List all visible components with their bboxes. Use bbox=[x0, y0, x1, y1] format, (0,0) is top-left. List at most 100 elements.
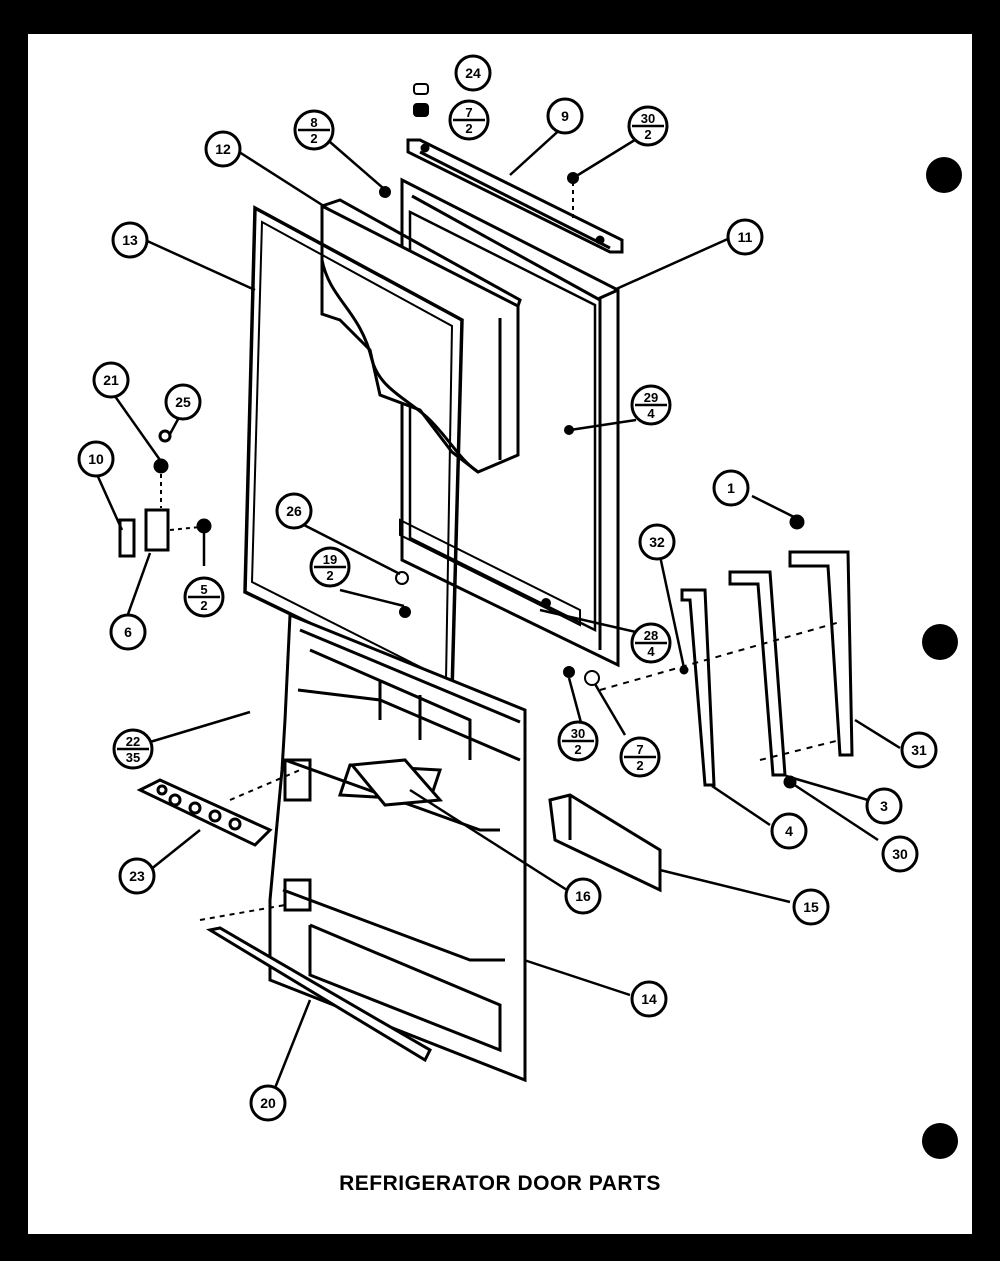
callout-quantity: 2 bbox=[200, 598, 207, 613]
callout-part-number: 30 bbox=[892, 846, 908, 862]
bottom-rail bbox=[199, 904, 432, 1063]
callout-c6: 6 bbox=[109, 613, 147, 651]
binder-holes bbox=[922, 157, 962, 1159]
callout-c5-2: 52 bbox=[183, 576, 225, 618]
callout-circle bbox=[204, 130, 242, 168]
callout-quantity: 2 bbox=[636, 758, 643, 773]
callout-circle bbox=[77, 440, 115, 478]
callout-circle bbox=[638, 523, 676, 561]
callout-part-number: 20 bbox=[260, 1095, 276, 1111]
callout-c16: 16 bbox=[564, 877, 602, 915]
callout-quantity: 2 bbox=[326, 568, 333, 583]
callout-c3: 3 bbox=[865, 787, 903, 825]
callout-quantity: 35 bbox=[126, 750, 140, 765]
binder-hole bbox=[922, 1123, 958, 1159]
hinge-parts bbox=[118, 429, 212, 558]
callout-circle bbox=[770, 812, 808, 850]
callout-part-number: 5 bbox=[200, 582, 207, 597]
callout-part-number: 26 bbox=[286, 503, 302, 519]
callout-circle bbox=[275, 492, 313, 530]
hinge-plate bbox=[118, 518, 136, 558]
callout-part-number: 14 bbox=[641, 991, 657, 1007]
binder-hole bbox=[926, 157, 962, 193]
callout-c7-2-bottom: 72 bbox=[619, 736, 661, 778]
top-hinge-bracket bbox=[406, 138, 624, 254]
callout-circle bbox=[865, 787, 903, 825]
callout-quantity: 2 bbox=[310, 131, 317, 146]
callout-circle bbox=[249, 1084, 287, 1122]
callout-c25-left: 25 bbox=[164, 383, 202, 421]
callout-quantity: 2 bbox=[465, 121, 472, 136]
callout-c30-2-top: 302 bbox=[627, 105, 669, 147]
callout-quantity: 2 bbox=[574, 742, 581, 757]
callout-part-number: 1 bbox=[727, 480, 735, 496]
callout-circle bbox=[546, 97, 584, 135]
callout-circle bbox=[900, 731, 938, 769]
callout-part-number: 28 bbox=[644, 628, 658, 643]
leader-lines bbox=[93, 124, 901, 1089]
callout-circle bbox=[630, 980, 668, 1018]
callout-part-number: 13 bbox=[122, 232, 138, 248]
callout-circle bbox=[109, 613, 147, 651]
callout-c20: 20 bbox=[249, 1084, 287, 1122]
callout-part-number: 23 bbox=[129, 868, 145, 884]
callout-circle bbox=[118, 857, 156, 895]
callout-part-number: 6 bbox=[124, 624, 132, 640]
callout-c4: 4 bbox=[770, 812, 808, 850]
callout-part-number: 30 bbox=[571, 726, 585, 741]
callout-circle bbox=[712, 469, 750, 507]
callout-part-number: 15 bbox=[803, 899, 819, 915]
binder-hole bbox=[922, 624, 958, 660]
callout-c30-2-bottom: 302 bbox=[557, 720, 599, 762]
callout-c32: 32 bbox=[638, 523, 676, 561]
callout-part-number: 16 bbox=[575, 888, 591, 904]
callout-part-number: 12 bbox=[215, 141, 231, 157]
callout-c10: 10 bbox=[77, 440, 115, 478]
callout-part-number: 9 bbox=[561, 108, 569, 124]
callout-c31: 31 bbox=[900, 731, 938, 769]
callout-c7-2-top: 72 bbox=[448, 99, 490, 141]
callout-part-number: 22 bbox=[126, 734, 140, 749]
callout-part-number: 19 bbox=[323, 552, 337, 567]
side-brackets bbox=[599, 514, 854, 789]
hardware-screws bbox=[379, 83, 600, 686]
callout-quantity: 4 bbox=[647, 644, 655, 659]
shelf-bar bbox=[548, 793, 662, 893]
hinge-block bbox=[144, 508, 170, 552]
callout-part-number: 4 bbox=[785, 823, 793, 839]
callout-quantity: 4 bbox=[647, 406, 655, 421]
callout-c12: 12 bbox=[204, 130, 242, 168]
diagram-caption: REFRIGERATOR DOOR PARTS bbox=[339, 1172, 661, 1195]
callout-c15: 15 bbox=[792, 888, 830, 926]
callout-circle bbox=[454, 54, 492, 92]
callout-circle bbox=[881, 835, 919, 873]
callout-part-number: 30 bbox=[641, 111, 655, 126]
callout-part-number: 31 bbox=[911, 742, 927, 758]
callout-circle bbox=[792, 888, 830, 926]
callout-circle bbox=[164, 383, 202, 421]
callout-c13: 13 bbox=[111, 221, 149, 259]
callout-part-number: 32 bbox=[649, 534, 665, 550]
callout-part-number: 7 bbox=[636, 742, 643, 757]
callout-part-number: 8 bbox=[310, 115, 317, 130]
callout-part-number: 3 bbox=[880, 798, 888, 814]
callout-part-number: 24 bbox=[465, 65, 481, 81]
callout-c24: 24 bbox=[454, 54, 492, 92]
callout-c30: 30 bbox=[881, 835, 919, 873]
callout-circle bbox=[92, 361, 130, 399]
callout-c8-2: 82 bbox=[293, 109, 335, 151]
egg-tray bbox=[136, 769, 301, 847]
callout-c11: 11 bbox=[726, 218, 764, 256]
callout-c1: 1 bbox=[712, 469, 750, 507]
page-number: 22 bbox=[44, 1238, 61, 1255]
callout-part-number: 11 bbox=[738, 229, 753, 245]
callout-part-number: 29 bbox=[644, 390, 658, 405]
inner-door-liner bbox=[268, 612, 527, 1083]
callout-part-number: 21 bbox=[103, 372, 119, 388]
callout-c9: 9 bbox=[546, 97, 584, 135]
callout-c14: 14 bbox=[630, 980, 668, 1018]
